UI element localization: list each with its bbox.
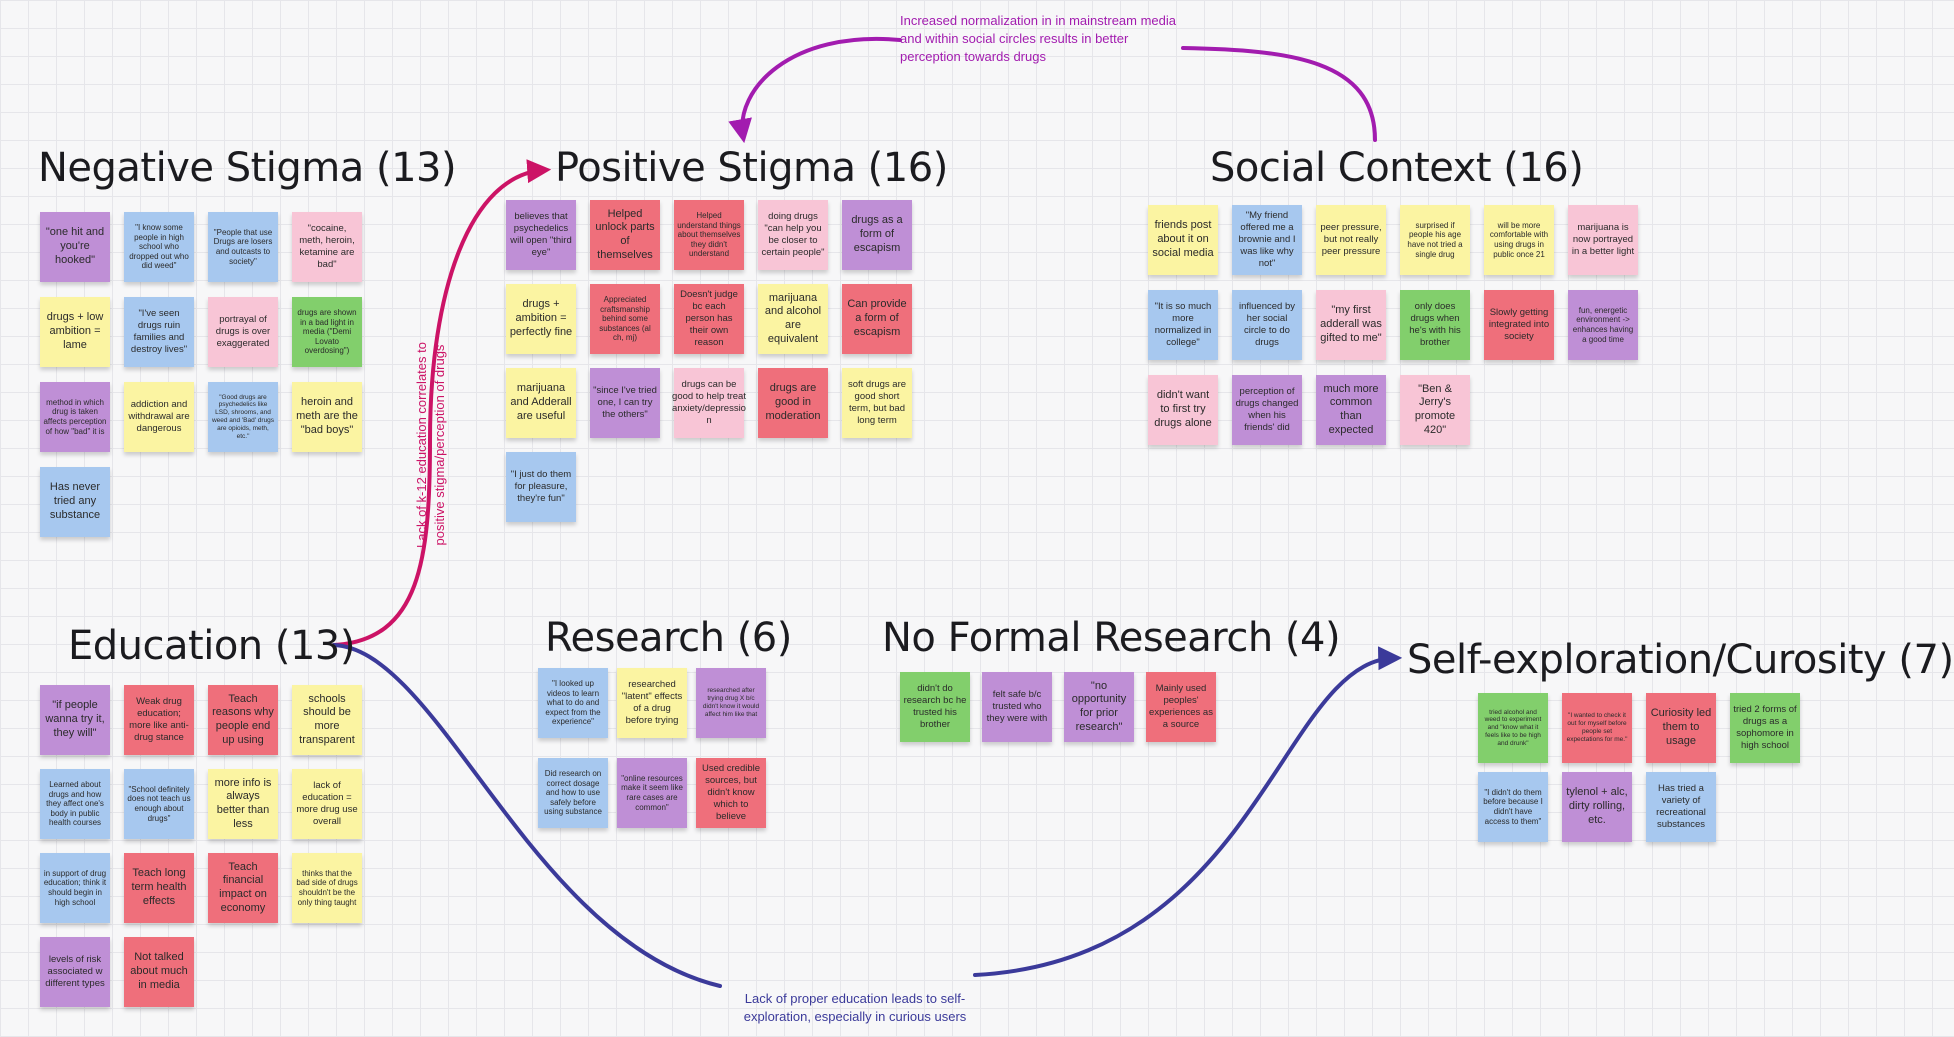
sticky-note-negative-stigma[interactable]: drugs are shown in a bad light in media … — [292, 297, 362, 367]
sticky-note-education[interactable]: Learned about drugs and how they affect … — [40, 769, 110, 839]
sticky-note-negative-stigma[interactable]: "People that use Drugs are losers and ou… — [208, 212, 278, 282]
sticky-note-negative-stigma[interactable]: portrayal of drugs is over exaggerated — [208, 297, 278, 367]
sticky-note-no-formal-research[interactable]: Mainly used peoples' experiences as a so… — [1146, 672, 1216, 742]
sticky-note-research[interactable]: researched "latent" effects of a drug be… — [617, 668, 687, 738]
sticky-note-positive-stigma[interactable]: Helped understand things about themselve… — [674, 200, 744, 270]
sticky-note-positive-stigma[interactable]: drugs + ambition = perfectly fine — [506, 284, 576, 354]
sticky-note-positive-stigma[interactable]: doing drugs "can help you be closer to c… — [758, 200, 828, 270]
sticky-note-positive-stigma[interactable]: Appreciated craftsmanship behind some su… — [590, 284, 660, 354]
sticky-note-social-context[interactable]: surprised if people his age have not tri… — [1400, 205, 1470, 275]
sticky-note-positive-stigma[interactable]: Can provide a form of escapism — [842, 284, 912, 354]
sticky-note-negative-stigma[interactable]: "I know some people in high school who d… — [124, 212, 194, 282]
cluster-title-negative-stigma: Negative Stigma (13) — [38, 145, 457, 191]
sticky-note-research[interactable]: researched after trying drug X b/c didn'… — [696, 668, 766, 738]
sticky-note-education[interactable]: "School definitely does not teach us eno… — [124, 769, 194, 839]
sticky-note-social-context[interactable]: influenced by her social circle to do dr… — [1232, 290, 1302, 360]
sticky-note-positive-stigma[interactable]: marijuana and alcohol are equivalent — [758, 284, 828, 354]
sticky-note-negative-stigma[interactable]: drugs + low ambition = lame — [40, 297, 110, 367]
sticky-note-negative-stigma[interactable]: Has never tried any substance — [40, 467, 110, 537]
sticky-note-self-exploration-curosity[interactable]: "I wanted to check it out for myself bef… — [1562, 693, 1632, 763]
sticky-note-social-context[interactable]: will be more comfortable with using drug… — [1484, 205, 1554, 275]
sticky-note-education[interactable]: Teach financial impact on economy — [208, 853, 278, 923]
cluster-title-education: Education (13) — [68, 623, 355, 669]
sticky-note-self-exploration-curosity[interactable]: tried alcohol and weed to experiment and… — [1478, 693, 1548, 763]
self-exploration-arrow[interactable] — [332, 645, 1395, 988]
sticky-note-social-context[interactable]: peer pressure, but not really peer press… — [1316, 205, 1386, 275]
cluster-title-no-formal-research: No Formal Research (4) — [882, 615, 1341, 661]
sticky-note-self-exploration-curosity[interactable]: tylenol + alc, dirty rolling, etc. — [1562, 772, 1632, 842]
sticky-note-positive-stigma[interactable]: soft drugs are good short term, but bad … — [842, 368, 912, 438]
sticky-note-research[interactable]: Used credible sources, but didn't know w… — [696, 758, 766, 828]
sticky-note-research[interactable]: "I looked up videos to learn what to do … — [538, 668, 608, 738]
sticky-note-education[interactable]: levels of risk associated w different ty… — [40, 937, 110, 1007]
sticky-note-negative-stigma[interactable]: heroin and meth are the "bad boys" — [292, 382, 362, 452]
sticky-note-positive-stigma[interactable]: drugs can be good to help treat anxiety/… — [672, 368, 746, 438]
sticky-note-self-exploration-curosity[interactable]: "I didn't do them before because I didn'… — [1478, 772, 1548, 842]
sticky-note-positive-stigma[interactable]: drugs are good in moderation — [758, 368, 828, 438]
sticky-note-education[interactable]: Teach long term health effects — [124, 853, 194, 923]
sticky-note-education[interactable]: Weak drug education; more like anti-drug… — [124, 685, 194, 755]
sticky-note-negative-stigma[interactable]: "I've seen drugs ruin families and destr… — [124, 297, 194, 367]
sticky-note-education[interactable]: in support of drug education; think it s… — [40, 853, 110, 923]
sticky-note-negative-stigma[interactable]: "one hit and you're hooked" — [40, 212, 110, 282]
cluster-title-social-context: Social Context (16) — [1210, 145, 1584, 191]
sticky-note-social-context[interactable]: fun, energetic environment -> enhances h… — [1568, 290, 1638, 360]
sticky-note-negative-stigma[interactable]: "Good drugs are psychedelics like LSD, s… — [208, 382, 278, 452]
sticky-note-positive-stigma[interactable]: Helped unlock parts of themselves — [590, 200, 660, 270]
sticky-note-social-context[interactable]: perception of drugs changed when his fri… — [1232, 375, 1302, 445]
cluster-title-positive-stigma: Positive Stigma (16) — [555, 145, 948, 191]
sticky-note-research[interactable]: "online resources make it seem like rare… — [617, 758, 687, 828]
sticky-note-social-context[interactable]: Slowly getting integrated into society — [1484, 290, 1554, 360]
sticky-note-education[interactable]: thinks that the bad side of drugs should… — [292, 853, 362, 923]
sticky-note-no-formal-research[interactable]: didn't do research bc he trusted his bro… — [900, 672, 970, 742]
sticky-note-education[interactable]: more info is always better than less — [208, 769, 278, 839]
cluster-title-self-exploration-curosity: Self-exploration/Curosity (7) — [1407, 637, 1954, 683]
cluster-title-research: Research (6) — [545, 615, 792, 661]
sticky-note-education[interactable]: lack of education = more drug use overal… — [292, 769, 362, 839]
sticky-note-education[interactable]: Not talked about much in media — [124, 937, 194, 1007]
sticky-note-social-context[interactable]: marijuana is now portrayed in a better l… — [1568, 205, 1638, 275]
sticky-note-positive-stigma[interactable]: marijuana and Adderall are useful — [506, 368, 576, 438]
self-exploration-annotation: Lack of proper education leads to self-e… — [743, 991, 967, 1025]
sticky-note-education[interactable]: schools should be more transparent — [292, 685, 362, 755]
sticky-note-self-exploration-curosity[interactable]: tried 2 forms of drugs as a sophomore in… — [1730, 693, 1800, 763]
sticky-note-education[interactable]: Teach reasons why people end up using — [208, 685, 278, 755]
sticky-note-research[interactable]: Did research on correct dosage and how t… — [538, 758, 608, 828]
sticky-note-self-exploration-curosity[interactable]: Curiosity led them to usage — [1646, 693, 1716, 763]
sticky-note-negative-stigma[interactable]: "cocaine, meth, heroin, ketamine are bad… — [292, 212, 362, 282]
sticky-note-social-context[interactable]: "My friend offered me a brownie and I wa… — [1232, 205, 1302, 275]
sticky-note-positive-stigma[interactable]: "I just do them for pleasure, they're fu… — [506, 452, 576, 522]
sticky-note-no-formal-research[interactable]: felt safe b/c trusted who they were with — [982, 672, 1052, 742]
sticky-note-education[interactable]: "if people wanna try it, they will" — [40, 685, 110, 755]
sticky-note-social-context[interactable]: friends post about it on social media — [1148, 205, 1218, 275]
sticky-note-self-exploration-curosity[interactable]: Has tried a variety of recreational subs… — [1646, 772, 1716, 842]
sticky-note-negative-stigma[interactable]: addiction and withdrawal are dangerous — [124, 382, 194, 452]
sticky-note-social-context[interactable]: much more common than expected — [1316, 375, 1386, 445]
sticky-note-social-context[interactable]: only does drugs when he's with his broth… — [1400, 290, 1470, 360]
sticky-note-social-context[interactable]: "my first adderall was gifted to me" — [1316, 290, 1386, 360]
normalization-annotation: Increased normalization in in mainstream… — [900, 13, 1177, 65]
sticky-note-positive-stigma[interactable]: believes that psychedelics will open "th… — [506, 200, 576, 270]
sticky-note-negative-stigma[interactable]: method in which drug is taken affects pe… — [40, 382, 110, 452]
sticky-note-positive-stigma[interactable]: "since I've tried one, I can try the oth… — [590, 368, 660, 438]
sticky-note-social-context[interactable]: didn't want to first try drugs alone — [1148, 375, 1218, 445]
sticky-note-no-formal-research[interactable]: "no opportunity for prior research" — [1064, 672, 1134, 742]
sticky-note-social-context[interactable]: "Ben & Jerry's promote 420" — [1400, 375, 1470, 445]
sticky-note-positive-stigma[interactable]: drugs as a form of escapism — [842, 200, 912, 270]
sticky-note-social-context[interactable]: "It is so much more normalized in colleg… — [1148, 290, 1218, 360]
k12-annotation: Lack of k-12 education correlates to pos… — [413, 342, 447, 548]
sticky-note-positive-stigma[interactable]: Doesn't judge bc each person has their o… — [674, 284, 744, 354]
